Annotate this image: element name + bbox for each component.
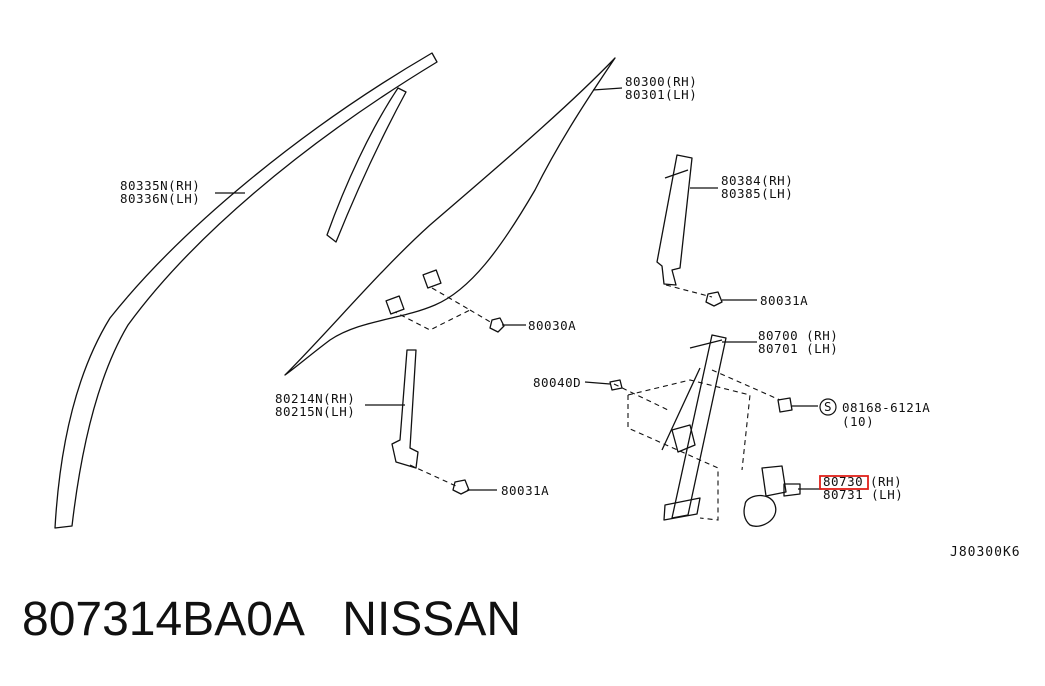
door-glass — [284, 57, 616, 376]
clip-80031a-bottom — [452, 479, 470, 495]
screw-symbol-circle — [819, 398, 837, 416]
callout-80214-rh: 80214N(RH) — [275, 391, 355, 406]
callout-80700-lh: 80701 (LH) — [758, 341, 838, 356]
clip-80030a — [489, 317, 505, 333]
door-sash-channel — [54, 52, 438, 529]
callout-80300-lh: 80301(LH) — [625, 87, 697, 102]
rear-sash — [656, 154, 713, 298]
caption-part-number: 807314BA0A — [22, 593, 303, 646]
bolt-08168 — [777, 397, 793, 413]
highlight-box-80730 — [819, 475, 869, 490]
diagram-code: J80300K6 — [950, 545, 1021, 560]
callout-80384-rh: 80384(RH) — [721, 173, 793, 188]
callout-80730-rh-suffix: (RH) — [870, 474, 902, 489]
front-sash — [391, 349, 457, 487]
window-regulator — [613, 334, 781, 521]
callout-80384-lh: 80385(LH) — [721, 186, 793, 201]
inner-channel-strip — [326, 87, 407, 243]
callout-80700-rh: 80700 (RH) — [758, 328, 838, 343]
callout-80031a-bottom: 80031A — [501, 483, 549, 498]
callout-80335-rh: 80335N(RH) — [120, 178, 200, 193]
callout-80031a-top: 80031A — [760, 293, 808, 308]
callout-80300-rh: 80300(RH) — [625, 74, 697, 89]
callout-80214-lh: 80215N(LH) — [275, 404, 355, 419]
callout-80030a: 80030A — [528, 318, 576, 333]
callout-80730-rh-part: 80730 — [823, 474, 863, 489]
screw-symbol: S — [824, 399, 832, 414]
window-motor — [743, 465, 801, 527]
leader-80300 — [592, 87, 623, 91]
callout-08168-code: 08168-6121A — [842, 400, 930, 415]
caption-brand: NISSAN — [342, 593, 521, 646]
part-caption: 807314BA0A NISSAN — [22, 596, 521, 644]
callout-80335-lh: 80336N(LH) — [120, 191, 200, 206]
callout-80730-lh: 80731 (LH) — [823, 487, 903, 502]
leader-80040d — [584, 381, 611, 385]
clip-80031a-top — [705, 291, 723, 307]
bolt-80040d — [609, 379, 623, 391]
parts-diagram: S 80300(RH) 80301(LH) 80335N(RH) 80336N(… — [54, 52, 1021, 560]
callout-80040d: 80040D — [533, 375, 581, 390]
callout-08168-qty: (10) — [842, 414, 874, 429]
